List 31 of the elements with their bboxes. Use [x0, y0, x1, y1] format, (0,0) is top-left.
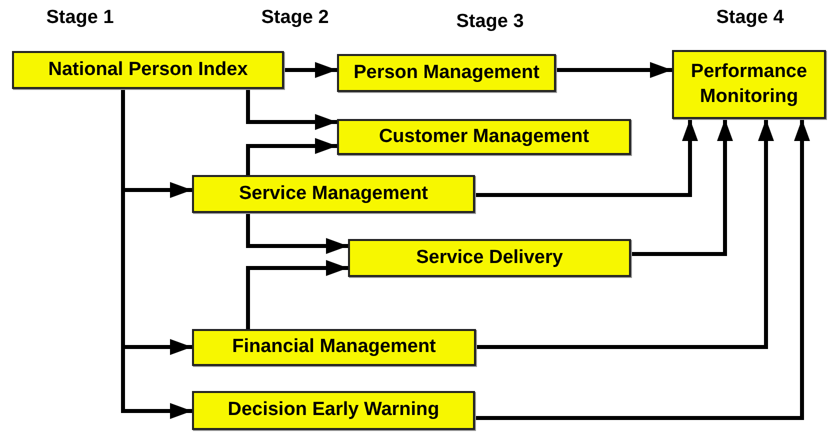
- stage-heading: Stage 1: [45, 6, 115, 30]
- process-box: [192, 175, 475, 213]
- box-label: Financial Management: [232, 335, 436, 360]
- connector-arrow: [246, 213, 348, 254]
- box-label: National Person Index: [48, 58, 248, 82]
- box-label: Performance Monitoring: [690, 60, 808, 108]
- connector-arrow: [246, 138, 337, 175]
- connector-arrow: [246, 89, 337, 130]
- box-label: Service Delivery: [416, 246, 563, 270]
- process-box: [337, 54, 556, 92]
- process-box: [672, 50, 826, 119]
- connector-arrow: [476, 119, 774, 349]
- connector-arrow: [556, 62, 672, 78]
- process-box: [192, 329, 476, 366]
- box-label: Decision Early Warning: [228, 398, 440, 422]
- box-label: Person Management: [354, 60, 540, 85]
- box-label: Service Management: [238, 182, 428, 206]
- process-box: [348, 239, 631, 277]
- connector-arrow: [284, 62, 337, 78]
- box-label: Customer Management: [378, 124, 590, 149]
- stage-heading: Stage 2: [260, 6, 330, 30]
- process-box: [337, 119, 631, 155]
- connector-arrow: [475, 119, 810, 420]
- stage-heading: Stage 4: [715, 6, 785, 30]
- process-box: [12, 51, 284, 89]
- process-box: [192, 391, 475, 430]
- connector-arrow: [246, 260, 348, 329]
- connector-arrow: [475, 119, 698, 197]
- connector-arrow: [121, 89, 192, 419]
- stage-heading: Stage 3: [455, 10, 525, 34]
- connector-arrow: [631, 119, 733, 256]
